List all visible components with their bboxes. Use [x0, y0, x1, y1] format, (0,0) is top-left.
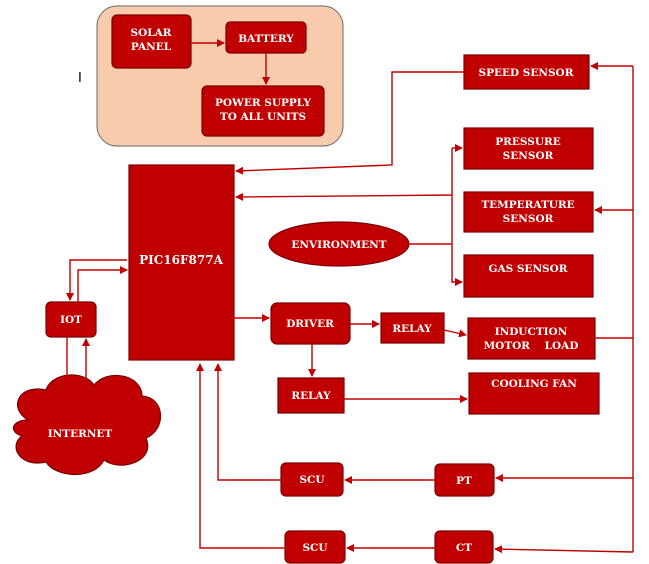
scu-pt-label: SCU	[299, 474, 324, 486]
battery-label: BATTERY	[238, 33, 294, 45]
speed-sensor-to-mcu-arrow	[235, 71, 464, 175]
motor-load-label-1: INDUCTION	[495, 326, 568, 338]
ct-block: CT	[434, 530, 494, 564]
connectors	[63, 39, 634, 554]
scu-block-ct: SCU	[284, 530, 346, 564]
solar-panel-label-2: PANEL	[131, 41, 172, 53]
environment-ellipse: ENVIRONMENT	[268, 221, 410, 267]
power-supply-block: POWER SUPPLY TO ALL UNITS	[201, 85, 325, 137]
cooling-fan-label: COOLING FAN	[491, 378, 577, 390]
temperature-sensor-label-1: TEMPERATURE	[481, 199, 574, 211]
scu-to-mcu-arrow-2	[196, 363, 285, 549]
pressure-sensor-label-1: PRESSURE	[495, 136, 560, 148]
scu-block-pt: SCU	[280, 462, 344, 497]
speed-sensor-block: SPEED SENSOR	[463, 54, 590, 90]
cooling-fan-block: COOLING FAN	[468, 372, 600, 415]
scu-to-mcu-arrow-1	[214, 363, 281, 481]
motor-load-block: INDUCTION MOTOR LOAD	[467, 317, 596, 360]
mcu-to-iot-arrow	[66, 259, 127, 301]
power-supply-label-1: POWER SUPPLY	[215, 97, 311, 109]
relay-fan-label: RELAY	[291, 390, 331, 402]
driver-label: DRIVER	[286, 318, 334, 330]
iot-label: IOT	[60, 314, 82, 326]
speed-sensor-label: SPEED SENSOR	[479, 67, 574, 79]
gas-sensor-block: GAS SENSOR	[463, 254, 594, 298]
gas-sensor-label: GAS SENSOR	[489, 263, 568, 275]
pressure-sensor-label-2: SENSOR	[503, 150, 554, 162]
pt-block: PT	[434, 463, 495, 497]
pressure-sensor-block: PRESSURE SENSOR	[463, 127, 594, 170]
solar-panel-label-1: SOLAR	[131, 27, 172, 39]
pt-label: PT	[456, 475, 472, 487]
battery-block: BATTERY	[225, 21, 307, 54]
microcontroller-label: PIC16F877A	[139, 253, 223, 267]
power-supply-label-2: TO ALL UNITS	[220, 111, 306, 123]
motor-load-label-2: MOTOR LOAD	[484, 340, 579, 352]
solar-panel-block: SOLAR PANEL	[111, 14, 192, 69]
internet-cloud: INTERNET	[12, 374, 162, 475]
relay-block-fan: RELAY	[277, 377, 345, 414]
relay-motor-label: RELAY	[392, 323, 432, 335]
environment-label: ENVIRONMENT	[291, 239, 386, 251]
env-to-gas-arrow	[451, 195, 463, 286]
bus-to-ct-arrow	[494, 545, 634, 554]
sensors-to-mcu-arrow	[235, 148, 453, 201]
temperature-sensor-label-2: SENSOR	[503, 213, 554, 225]
microcontroller-block: PIC16F877A	[128, 164, 235, 361]
temperature-sensor-block: TEMPERATURE SENSOR	[463, 191, 594, 233]
ct-label: CT	[456, 542, 472, 554]
relay-block-motor: RELAY	[380, 312, 445, 344]
iot-block: IOT	[45, 301, 97, 338]
iot-to-mcu-arrow	[77, 266, 128, 302]
text-cursor-mark: I	[78, 71, 82, 86]
driver-block: DRIVER	[270, 302, 351, 345]
internet-label: INTERNET	[48, 428, 113, 440]
relay-to-motor-arrow	[443, 329, 467, 338]
scu-ct-label: SCU	[302, 542, 327, 554]
